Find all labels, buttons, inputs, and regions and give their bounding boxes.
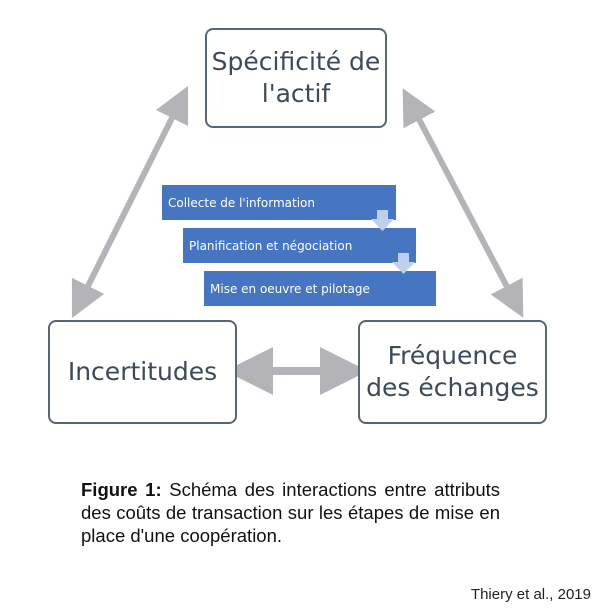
node-exchange-frequency-label: Fréquence des échanges [366, 341, 539, 402]
step-information-collection: Collecte de l'information [162, 185, 396, 220]
arrow-top-left [71, 85, 189, 319]
figure-label: Figure 1: [81, 479, 162, 500]
arrow-top-right [402, 88, 524, 318]
connector-arrows [71, 85, 524, 395]
step-implementation-steering: Mise en oeuvre et pilotage [204, 271, 436, 306]
step-down-arrow-icon [392, 253, 415, 274]
step-down-arrows [371, 210, 415, 274]
figure-caption-text: Schéma des interactions entre attributs … [81, 479, 500, 547]
transaction-cost-diagram: Spécificité de l'actif Incertitudes Fréq… [48, 28, 547, 424]
node-asset-specificity-label: Spécificité de l'actif [211, 47, 381, 108]
figure-credit: Thiery et al., 2019 [470, 586, 591, 603]
node-uncertainties: Incertitudes [48, 320, 237, 424]
node-exchange-frequency: Fréquence des échanges [358, 320, 547, 424]
step-planning-negotiation: Planification et négociation [183, 228, 416, 263]
step-down-arrow-icon [371, 210, 394, 231]
node-asset-specificity: Spécificité de l'actif [205, 28, 387, 128]
figure-caption: Figure 1: Schéma des interactions entre … [81, 478, 500, 547]
step-2-label: Planification et négociation [189, 238, 353, 253]
node-uncertainties-label: Incertitudes [67, 357, 218, 386]
step-3-label: Mise en oeuvre et pilotage [210, 281, 370, 296]
step-1-label: Collecte de l'information [168, 195, 315, 210]
